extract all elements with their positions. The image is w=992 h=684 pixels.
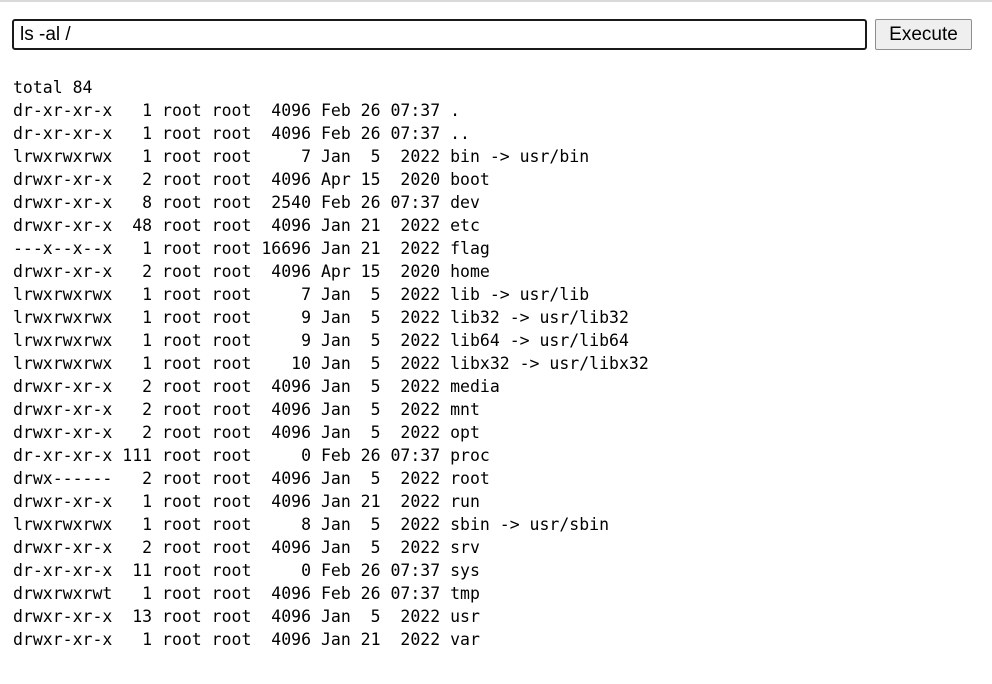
execute-button[interactable]: Execute xyxy=(875,19,972,50)
output-line: lrwxrwxrwx 1 root root 8 Jan 5 2022 sbin… xyxy=(13,515,610,534)
output-line: dr-xr-xr-x 111 root root 0 Feb 26 07:37 … xyxy=(13,446,490,465)
output-line: drwxr-xr-x 2 root root 4096 Apr 15 2020 … xyxy=(13,262,490,281)
output-line: dr-xr-xr-x 1 root root 4096 Feb 26 07:37… xyxy=(13,101,461,120)
output-line: drwxr-xr-x 2 root root 4096 Jan 5 2022 o… xyxy=(13,423,480,442)
output-line: drwxr-xr-x 2 root root 4096 Jan 5 2022 s… xyxy=(13,538,480,557)
output-line: drwxr-xr-x 2 root root 4096 Apr 15 2020 … xyxy=(13,170,490,189)
output-line: lrwxrwxrwx 1 root root 10 Jan 5 2022 lib… xyxy=(13,354,649,373)
output-line: drwxr-xr-x 2 root root 4096 Jan 5 2022 m… xyxy=(13,377,500,396)
output-line: drwxr-xr-x 1 root root 4096 Jan 21 2022 … xyxy=(13,630,480,649)
output-line: drwxr-xr-x 2 root root 4096 Jan 5 2022 m… xyxy=(13,400,480,419)
output-line: lrwxrwxrwx 1 root root 9 Jan 5 2022 lib3… xyxy=(13,308,629,327)
output-line: drwx------ 2 root root 4096 Jan 5 2022 r… xyxy=(13,469,490,488)
output-line: drwxr-xr-x 8 root root 2540 Feb 26 07:37… xyxy=(13,193,480,212)
output-line: lrwxrwxrwx 1 root root 9 Jan 5 2022 lib6… xyxy=(13,331,629,350)
output-line: drwxrwxrwt 1 root root 4096 Feb 26 07:37… xyxy=(13,584,480,603)
output-line: drwxr-xr-x 48 root root 4096 Jan 21 2022… xyxy=(13,216,480,235)
output-line: dr-xr-xr-x 11 root root 0 Feb 26 07:37 s… xyxy=(13,561,480,580)
command-input[interactable] xyxy=(12,19,867,50)
output-line: drwxr-xr-x 1 root root 4096 Jan 21 2022 … xyxy=(13,492,480,511)
output-line: lrwxrwxrwx 1 root root 7 Jan 5 2022 bin … xyxy=(13,147,590,166)
output-line: dr-xr-xr-x 1 root root 4096 Feb 26 07:37… xyxy=(13,124,470,143)
command-output: total 84 dr-xr-xr-x 1 root root 4096 Feb … xyxy=(13,76,649,651)
output-line: ---x--x--x 1 root root 16696 Jan 21 2022… xyxy=(13,239,490,258)
output-line: lrwxrwxrwx 1 root root 7 Jan 5 2022 lib … xyxy=(13,285,590,304)
output-line: drwxr-xr-x 13 root root 4096 Jan 5 2022 … xyxy=(13,607,480,626)
output-line: total 84 xyxy=(13,78,93,97)
